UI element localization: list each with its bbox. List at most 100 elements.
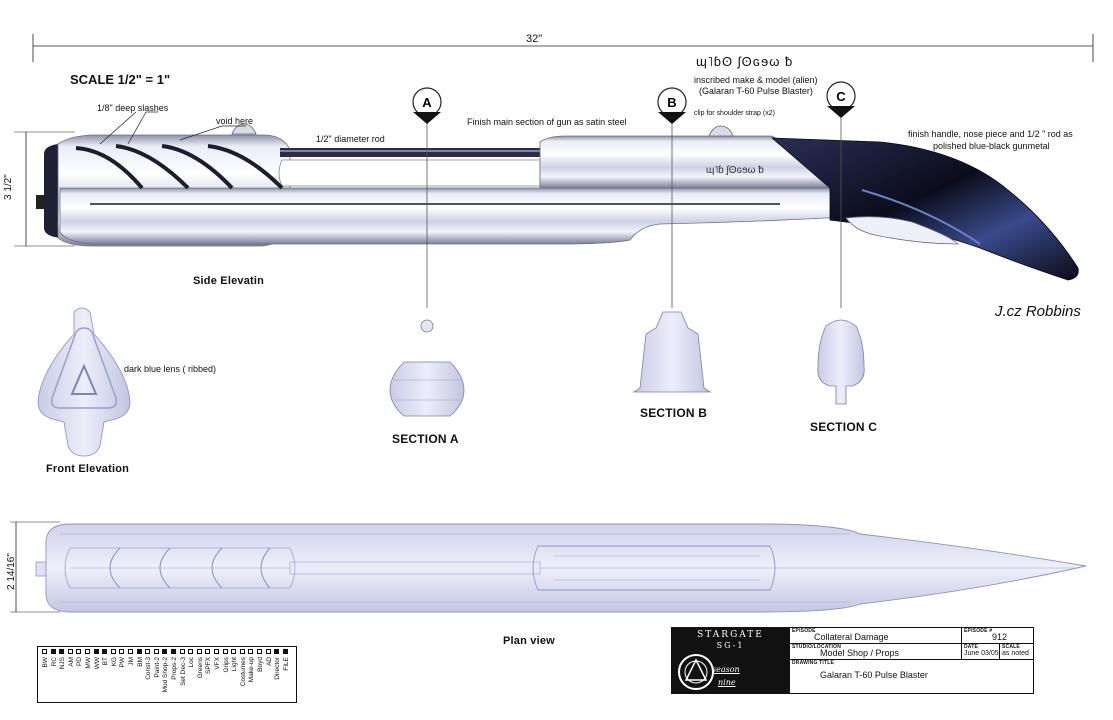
clip-callout: clip for shoulder strap (x2)	[694, 110, 775, 117]
checkbox[interactable]	[239, 649, 245, 654]
checklist-item[interactable]: Grips	[221, 649, 231, 673]
section-marker-c	[826, 81, 856, 118]
checklist-item[interactable]: PD	[74, 649, 84, 666]
checkbox[interactable]	[265, 649, 271, 654]
checklist-item[interactable]: VFX	[212, 649, 222, 670]
marker-b-label: B	[667, 95, 676, 110]
section-a-shape	[389, 361, 465, 417]
checkbox[interactable]	[188, 649, 194, 654]
checklist-item[interactable]: Mod Shop-2	[160, 649, 170, 692]
checkbox[interactable]	[85, 649, 90, 654]
dimension-length-label: 32"	[526, 33, 543, 45]
checklist-item[interactable]: Paint-2	[152, 649, 162, 678]
episode-value: Collateral Damage	[814, 632, 889, 642]
checklist-item[interactable]: Set Dec-3	[178, 649, 188, 686]
checklist-item[interactable]: AM	[66, 649, 76, 667]
checkbox[interactable]	[67, 649, 73, 654]
studio-head: STUDIO/LOCATION	[792, 644, 842, 650]
section-b-shape	[632, 311, 712, 393]
checklist-item[interactable]: BM	[135, 649, 145, 667]
studio-value: Model Shop / Props	[820, 648, 900, 658]
checkbox[interactable]	[162, 649, 168, 654]
checklist-item[interactable]: Make-up	[246, 649, 256, 682]
checkbox[interactable]	[171, 649, 176, 654]
checkbox[interactable]	[128, 649, 133, 654]
season-label: season	[712, 665, 740, 674]
checklist-item[interactable]: Boyd	[255, 649, 265, 672]
front-elevation-shape	[37, 307, 131, 457]
checklist-item[interactable]: Props-2	[169, 649, 179, 680]
dimension-overall-length	[32, 34, 1094, 62]
checklist-item[interactable]: Director	[272, 649, 282, 680]
side-elevation-gun	[36, 123, 1079, 281]
slashes-callout: 1/8" deep slashes	[97, 103, 169, 113]
logo-stargate-text: STARGATE	[697, 630, 764, 640]
stargate-logo: STARGATE SG-1 season nine	[672, 628, 789, 693]
checkbox[interactable]	[42, 649, 47, 654]
checklist-item[interactable]: KG	[109, 649, 119, 666]
finish-main-callout: Finish main section of gun as satin stee…	[467, 117, 627, 127]
checklist-item[interactable]: Light	[229, 649, 239, 671]
checkbox[interactable]	[274, 649, 280, 654]
checkbox[interactable]	[76, 649, 82, 654]
checkbox[interactable]	[59, 649, 65, 654]
checkbox[interactable]	[205, 649, 211, 654]
checklist-item[interactable]: RC	[49, 649, 59, 666]
studio-cell: STUDIO/LOCATION Model Shop / Props	[789, 644, 961, 660]
scale-label: SCALE 1/2" = 1"	[70, 72, 171, 87]
front-elevation-title: Front Elevation	[46, 463, 130, 475]
episode-head: EPISODE	[792, 628, 816, 634]
checkbox[interactable]	[110, 649, 116, 654]
checkbox[interactable]	[153, 649, 159, 654]
checkbox[interactable]	[119, 649, 125, 654]
date-cell: DATE June 03/05	[961, 644, 999, 660]
checklist-label: FILE	[282, 657, 290, 671]
checkbox[interactable]	[145, 649, 151, 654]
checkbox[interactable]	[214, 649, 219, 654]
scale-head: SCALE	[1002, 644, 1020, 650]
checklist-item[interactable]: BW	[40, 649, 50, 667]
checkbox[interactable]	[222, 649, 228, 654]
checkbox[interactable]	[196, 649, 202, 654]
checklist-item[interactable]: PW	[117, 649, 127, 667]
checklist-item[interactable]: NJS	[57, 649, 67, 669]
checklist-item[interactable]: Loc	[186, 649, 196, 667]
model-label: (Galaran T-60 Pulse Blaster)	[699, 86, 813, 96]
checklist-item[interactable]: Greens	[195, 649, 205, 678]
season-number-label: nine	[718, 678, 736, 687]
checklist-item[interactable]: Costumes	[238, 649, 248, 686]
checkbox[interactable]	[248, 649, 254, 654]
rod-callout: 1/2" diameter rod	[316, 134, 385, 144]
checklist-item[interactable]: AD	[264, 649, 274, 666]
checklist-item[interactable]: MW	[83, 649, 93, 669]
designer-signature: J.cz Robbins	[994, 303, 1081, 320]
scale-value: as noted	[1002, 650, 1029, 657]
section-marker-a	[412, 87, 442, 124]
checklist-item[interactable]: FILE	[281, 649, 291, 671]
title-block: STARGATE SG-1 season nine EPISODE Collat…	[671, 627, 1034, 694]
checkbox[interactable]	[282, 649, 288, 654]
section-b-title: SECTION B	[640, 406, 708, 420]
checklist-item[interactable]: BT	[100, 649, 110, 665]
checkbox[interactable]	[93, 649, 99, 654]
checkbox[interactable]	[179, 649, 185, 654]
dimension-width-label: 2 14/16"	[6, 553, 17, 590]
drawing-title-value: Galaran T-60 Pulse Blaster	[820, 670, 928, 680]
checklist-item[interactable]: Const-3	[143, 649, 153, 680]
stargate-emblem-icon	[678, 654, 714, 690]
checkbox[interactable]	[50, 649, 56, 654]
plan-view-title: Plan view	[503, 635, 555, 647]
checklist-item[interactable]: WW	[92, 649, 102, 669]
finish-handle-callout-1: finish handle, nose piece and 1/2 " rod …	[908, 129, 1073, 139]
lens-callout: dark blue lens ( ribbed)	[124, 364, 217, 374]
checklist-item[interactable]: SPFX	[203, 649, 213, 674]
plan-view-gun	[10, 521, 1087, 613]
checkbox[interactable]	[257, 649, 262, 654]
checkbox[interactable]	[102, 649, 108, 654]
checkbox[interactable]	[231, 649, 237, 654]
checklist-item[interactable]: JM	[126, 649, 136, 666]
section-a-title: SECTION A	[392, 432, 459, 446]
checkbox[interactable]	[136, 649, 142, 654]
